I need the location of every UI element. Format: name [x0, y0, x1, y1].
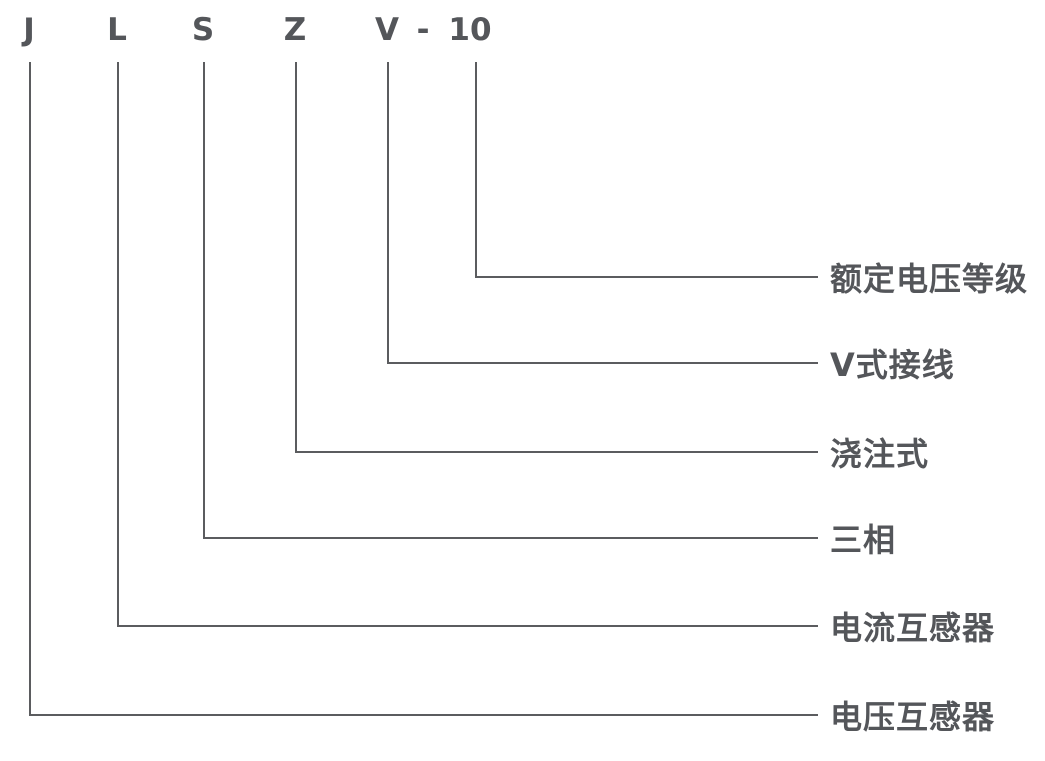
- code-letter-s: S: [191, 12, 215, 48]
- meaning-label-voltage-transformer: 电压互感器: [830, 698, 996, 737]
- connector-line-l: [117, 62, 818, 627]
- code-letter-v: V: [375, 12, 399, 48]
- meaning-label-rated-voltage: 额定电压等级: [830, 260, 1029, 299]
- meaning-label-v-connection: V式接线: [830, 346, 955, 385]
- meaning-label-three-phase: 三相: [830, 521, 897, 560]
- code-letter-z: Z: [283, 12, 307, 48]
- connector-line-s: [203, 62, 818, 539]
- connector-line-j: [29, 62, 818, 716]
- code-letter-l: L: [107, 12, 127, 48]
- meaning-label-cast-type: 浇注式: [830, 435, 930, 474]
- connector-line-10: [475, 62, 818, 278]
- code-separator: -: [416, 12, 430, 48]
- connector-line-z: [295, 62, 818, 453]
- connector-line-v: [387, 62, 818, 364]
- code-number-10: 10: [448, 12, 492, 48]
- meaning-label-current-transformer: 电流互感器: [830, 609, 996, 648]
- code-letter-j: J: [23, 12, 35, 48]
